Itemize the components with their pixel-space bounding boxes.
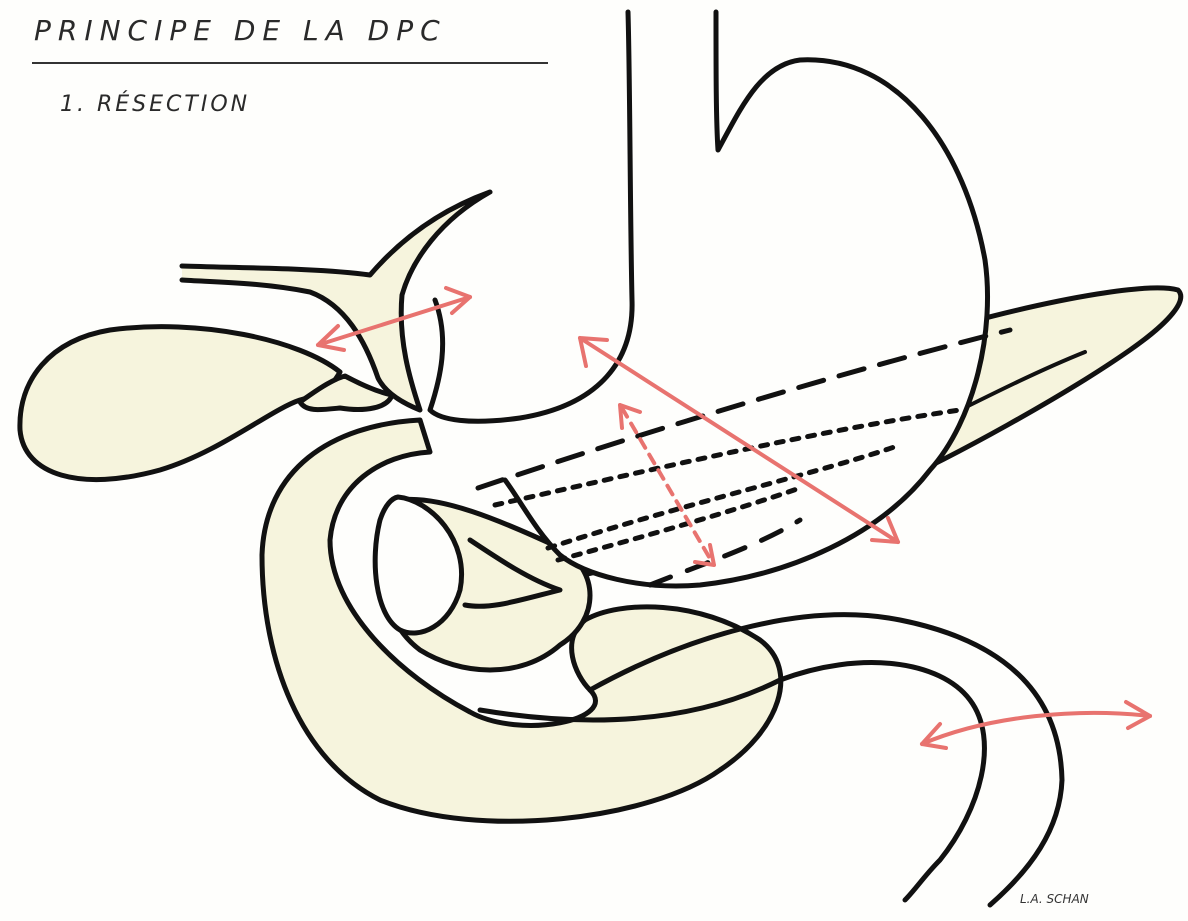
jejunum-cut-arrow	[922, 713, 1150, 744]
diagram-title: PRINCIPE DE LA DPC	[34, 14, 447, 47]
title-underline	[32, 62, 548, 64]
gallbladder	[20, 327, 340, 480]
diagram-subtitle: 1. RÉSECTION	[60, 92, 250, 117]
author-signature: L.A. SCHAN	[1020, 892, 1089, 906]
